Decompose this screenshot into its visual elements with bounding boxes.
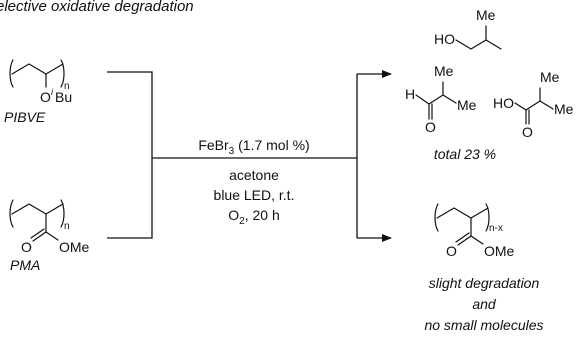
aldehyde-product: H O Me Me [405, 63, 477, 135]
aldehyde-o: O [425, 119, 436, 135]
top-products-yield: total 23 % [434, 146, 496, 162]
aldehyde-methyl-bond-right [442, 94, 457, 104]
acid-me-right: Me [554, 101, 574, 117]
degraded-subscript: n-x [489, 223, 503, 234]
condition-light-temp: blue LED, r.t. [214, 187, 295, 203]
degraded-carbonyl-o: O [446, 243, 457, 259]
acid-methyl-bond-right [539, 100, 554, 110]
acid-cc-bond [525, 100, 541, 111]
bottom-note-line3: no small molecules [424, 317, 543, 333]
aldehyde-cc-bond [428, 94, 444, 105]
degraded-ester-bond [470, 235, 484, 245]
scheme-title: elective oxidative degradation [0, 0, 194, 15]
acid-o: O [522, 124, 533, 140]
pibve-backbone [11, 63, 64, 75]
pma-carbonyl-bond-2 [30, 228, 45, 239]
degraded-carbonyl-bond-2 [455, 232, 470, 243]
aldehyde-me-top: Me [434, 63, 454, 79]
alcohol-me: Me [476, 7, 496, 23]
aldehyde-h: H [405, 86, 415, 102]
degraded-left-bracket [434, 203, 439, 232]
pibve-right-bracket [60, 59, 65, 88]
acid-oh-bond [514, 102, 527, 111]
condition-solvent: acetone [229, 167, 279, 183]
pma-right-bracket [60, 199, 65, 228]
pma-ester-ome: OMe [59, 239, 90, 255]
pma-carbonyl-o: O [21, 239, 32, 255]
condition-reagent: FeBr3 (1.7 mol %) [198, 137, 309, 157]
reaction-conditions: FeBr3 (1.7 mol %) acetone blue LED, r.t.… [198, 137, 309, 227]
acid-ho: HO [493, 95, 514, 111]
degraded-ester-ome: OMe [484, 243, 515, 259]
alcohol-ho: HO [434, 31, 455, 47]
bottom-note-line2: and [472, 296, 497, 312]
reactant-merge-line [107, 71, 153, 239]
pma-backbone [11, 203, 64, 215]
degraded-carbonyl-bond-1 [457, 235, 472, 246]
condition-gas-time: O2, 20 h [228, 207, 279, 227]
alcohol-chain [455, 39, 502, 50]
pibve-substituent-o: O [40, 89, 51, 105]
degraded-pma-structure: n-x O OMe [434, 203, 515, 259]
pma-subscript-n: n [64, 221, 70, 232]
pibve-structure: n O i Bu PIBVE [4, 59, 72, 125]
pma-ester-bond [45, 231, 59, 241]
pma-name: PMA [10, 257, 40, 273]
aldehyde-h-bond [415, 94, 430, 105]
pma-left-bracket [9, 199, 14, 228]
pma-structure: n O OMe PMA [9, 199, 90, 273]
pibve-left-bracket [9, 59, 14, 88]
pibve-substituent-i: i [51, 87, 54, 97]
acid-me-top: Me [540, 69, 560, 85]
pibve-substituent-bu: Bu [55, 89, 72, 105]
degraded-backbone [436, 207, 489, 219]
pibve-subscript-n: n [64, 81, 70, 92]
aldehyde-me-right: Me [457, 97, 477, 113]
bottom-note-line1: slight degradation [429, 275, 540, 291]
pibve-name: PIBVE [4, 109, 46, 125]
degraded-right-bracket [485, 203, 490, 232]
alcohol-product: HO Me [434, 7, 502, 50]
acid-product: HO O Me Me [493, 69, 574, 140]
pma-carbonyl-bond-1 [32, 231, 47, 242]
